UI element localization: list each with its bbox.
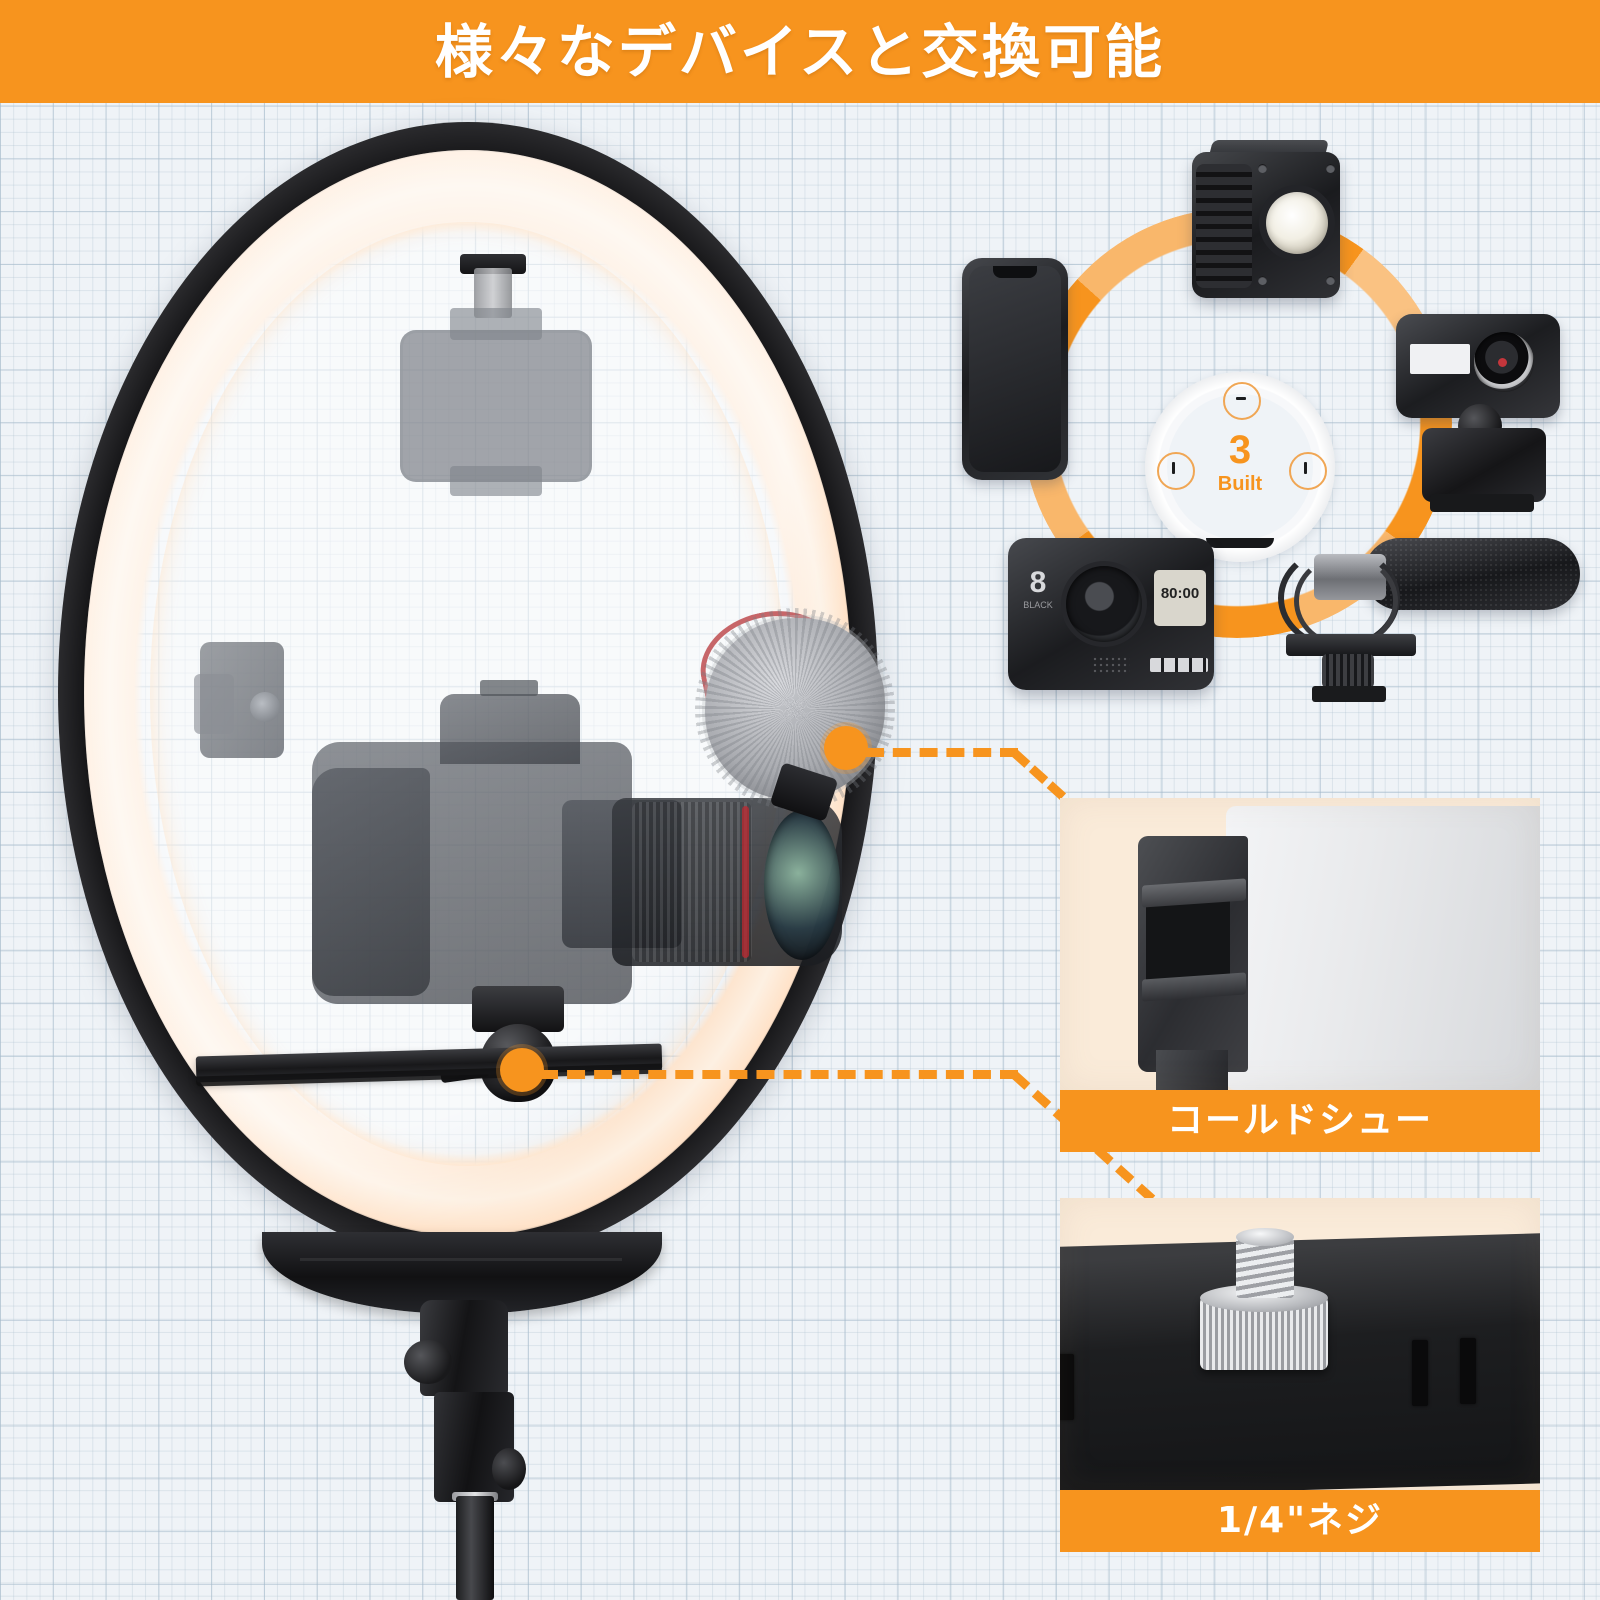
dslr-lens-red-band: [742, 806, 749, 958]
dslr-lens-focus-ring: [632, 802, 752, 962]
light-stand-pole: [456, 1496, 494, 1600]
shotgun-mic-tube: [1364, 538, 1580, 610]
quarter-screw-thread-top: [1236, 1228, 1294, 1246]
mount-point-marker-top: [1223, 382, 1261, 420]
action-camera-buttons: [1150, 658, 1208, 672]
center-ring-base: [1206, 538, 1274, 548]
webcam-clip-mount: [1422, 428, 1546, 502]
compat-smartphone-notch: [993, 266, 1037, 278]
quarter-screw-caption-text: 1/4"ネジ: [1216, 1500, 1383, 1541]
mounted-smartphone: [400, 330, 592, 482]
compat-smartphone-screen: [969, 266, 1061, 472]
led-cube-screw-tr: [1326, 164, 1335, 173]
mount-bar-slot-1: [1060, 1354, 1074, 1420]
mount-bar-slot-2: [1412, 1340, 1428, 1406]
compat-webcam: [1388, 308, 1568, 518]
callout-dot-cold-shoe: [824, 726, 868, 770]
holder-jaw-bottom: [450, 466, 542, 496]
action-camera-model-number: 8: [1029, 566, 1047, 599]
led-cube-heat-fins: [1196, 164, 1252, 288]
lock-knob: [492, 1448, 526, 1490]
led-cube-lens: [1266, 192, 1328, 254]
callout-line-cold-shoe-h: [866, 748, 1018, 757]
mount-point-tick-left: [1172, 462, 1175, 474]
led-cube-screw-bl: [1258, 276, 1267, 285]
tilt-adjust-knob: [404, 1340, 452, 1384]
compat-shotgun-microphone: [1260, 530, 1580, 730]
compat-action-camera: 8 BLACK 80:00: [1008, 538, 1218, 698]
dslr-grip: [312, 768, 430, 996]
dslr-lens-front-element: [764, 810, 840, 960]
dslr-hot-shoe: [480, 680, 538, 696]
mount-point-tick-right: [1304, 462, 1307, 474]
webcam-lens-reflection: [1498, 358, 1507, 367]
cold-shoe-caption-text: コールドシュー: [1166, 1100, 1433, 1141]
action-camera-time-display: 80:00: [1160, 585, 1200, 602]
shotgun-mic-foam-texture: [1364, 538, 1580, 610]
led-cube-screw-br: [1326, 276, 1335, 285]
mount-point-tick-top: [1236, 397, 1246, 400]
callout-line-quarter-screw-h: [540, 1070, 1018, 1079]
webcam-face-strip: [1410, 344, 1470, 374]
header-banner: 様々なデバイスと交換可能: [0, 0, 1600, 103]
housing-seam: [300, 1258, 622, 1261]
cold-shoe-stem: [1156, 1050, 1228, 1090]
mounted-led-light-lens: [250, 692, 280, 722]
action-camera-speaker-grille: [1092, 656, 1130, 674]
shock-mount-screw: [1322, 654, 1374, 688]
compatibility-diagram: 3 Built: [960, 140, 1580, 720]
detail-panel-quarter-screw: 1/4"ネジ: [1060, 1198, 1540, 1552]
detail-panel-cold-shoe: コールドシュー: [1060, 798, 1540, 1152]
quarter-screw-caption-bar: 1/4"ネジ: [1060, 1490, 1540, 1552]
mount-point-marker-right: [1289, 452, 1327, 490]
quarter-screw-thread: [1236, 1236, 1294, 1298]
mounted-led-light-side: [194, 674, 234, 734]
shock-mount-shoe-foot: [1312, 686, 1386, 702]
compat-led-cube-light: [1170, 140, 1340, 304]
action-camera-screen: [1154, 570, 1206, 626]
action-camera-lens: [1066, 566, 1142, 642]
action-camera-model-sub: BLACK: [1023, 600, 1053, 610]
webcam-clip-foot: [1430, 494, 1534, 512]
cold-shoe-light-body: [1226, 806, 1540, 1090]
phone-holder-mount: [398, 254, 592, 500]
mount-point-marker-left: [1157, 452, 1195, 490]
shock-mount-plate: [1286, 634, 1416, 656]
mount-bar-slot-3: [1460, 1338, 1476, 1404]
quarter-screw-photo: [1060, 1198, 1540, 1490]
callout-dot-quarter-screw: [500, 1048, 544, 1092]
cold-shoe-slot: [1146, 898, 1230, 982]
banner-title: 様々なデバイスと交換可能: [434, 17, 1166, 86]
built-in-mount-count: 3: [1228, 428, 1252, 472]
led-cube-screw-tl: [1258, 164, 1267, 173]
holder-jaw-top: [450, 308, 542, 340]
dslr-prism: [440, 694, 580, 764]
built-in-mount-label: Built: [1217, 473, 1263, 495]
cold-shoe-photo: [1060, 798, 1540, 1090]
cold-shoe-caption-bar: コールドシュー: [1060, 1090, 1540, 1152]
mounted-dslr-camera: [312, 680, 842, 1102]
